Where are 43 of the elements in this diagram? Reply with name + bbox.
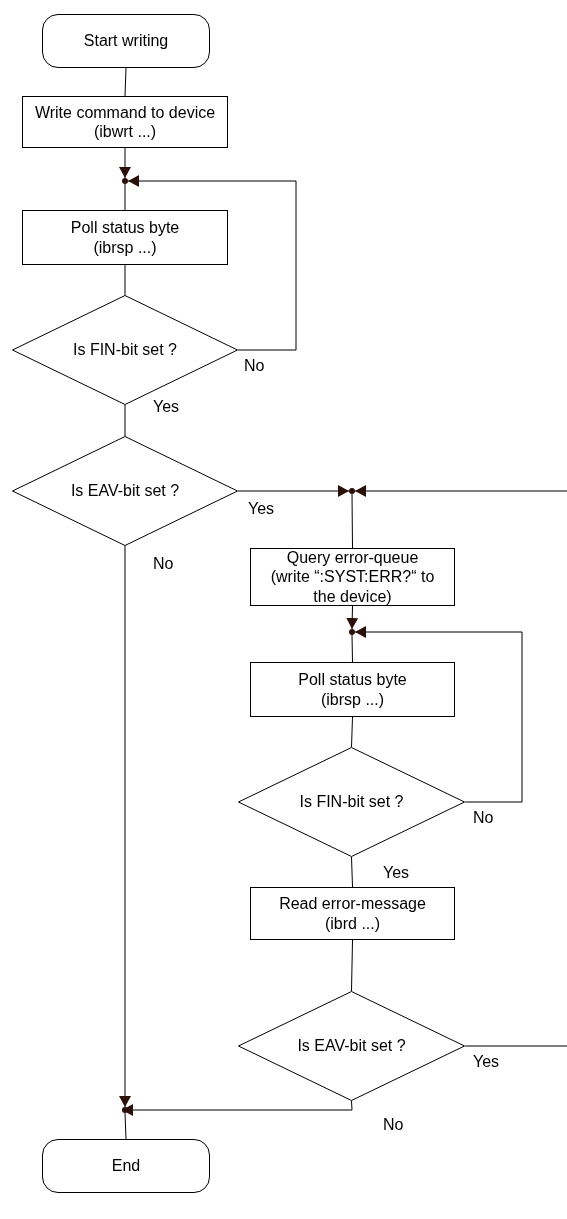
arrow (119, 545, 131, 1108)
process-box (250, 662, 455, 717)
junction-dot (349, 488, 355, 494)
junction-dot (122, 1107, 128, 1113)
connector-line (351, 939, 353, 992)
connector-line (124, 264, 126, 296)
connector-line (124, 1112, 127, 1140)
process-box (250, 887, 455, 940)
decision-text: Is FIN-bit set ? (72, 340, 178, 360)
terminal-box (42, 14, 210, 68)
decision-diamond (12, 436, 238, 546)
junction-dot (122, 178, 128, 184)
connector-line (124, 404, 126, 437)
connector-line (351, 493, 353, 549)
step-text: Poll status byte (ibrsp ...) (69, 218, 181, 257)
decision-text: Is FIN-bit set ? (298, 792, 405, 812)
connector-line (464, 1045, 567, 1047)
process-box (22, 96, 228, 148)
arrow (354, 626, 523, 803)
decision-diamond (238, 991, 465, 1101)
decision-diamond (238, 747, 465, 857)
junction-dot (349, 629, 355, 635)
step-text: Read error-message (ibrd ...) (278, 894, 427, 933)
process-box (22, 210, 228, 265)
connector-line (351, 634, 353, 663)
arrow (237, 485, 350, 497)
connector-line (124, 67, 127, 97)
arrow (346, 605, 359, 630)
connector-line (124, 183, 126, 211)
decision-text: Is EAV-bit set ? (296, 1036, 407, 1056)
decision-text: Is EAV-bit set ? (69, 481, 181, 501)
connector-line (351, 716, 353, 748)
arrow (127, 175, 297, 351)
arrow (119, 147, 131, 179)
step-text: End (110, 1156, 142, 1176)
step-text: Query error-queue (write “:SYST:ERR?“ to the device) (269, 548, 436, 606)
terminal-box (42, 1139, 210, 1193)
step-text: Poll status byte (ibrsp ...) (297, 670, 408, 709)
process-box (250, 548, 455, 606)
connector-line (351, 856, 353, 888)
arrow (354, 485, 567, 497)
step-text: Start writing (82, 31, 170, 51)
step-text: Write command to device (ibwrt ...) (33, 102, 217, 142)
